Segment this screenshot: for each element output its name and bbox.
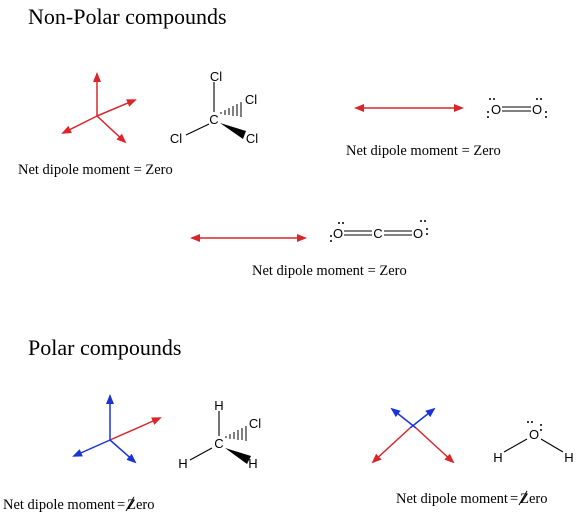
h2o-structure: O H H <box>493 421 574 465</box>
atom-cl-top: Cl <box>210 69 222 84</box>
caption-ccl4: Net dipole moment = Zero <box>18 162 173 178</box>
dipole-arrow-lower-right <box>415 427 455 464</box>
atom-h-top: H <box>214 398 223 413</box>
not-equal-slash <box>125 496 135 512</box>
atom-cl-right: Cl <box>245 92 257 107</box>
atom-o-left: O <box>333 226 343 241</box>
dipole-arrow-upper-left <box>390 407 417 429</box>
atom-h-right: H <box>248 456 257 471</box>
chcl3-dipole-vectors <box>72 394 162 464</box>
dipole-arrow-lower-left <box>371 427 411 464</box>
atom-o: O <box>529 427 539 442</box>
chcl3-structure: C H Cl H H <box>178 398 261 471</box>
atom-cl-lower-right: Cl <box>246 131 258 146</box>
caption-h2o: Net dipole moment=Zero <box>396 491 548 507</box>
atom-c: C <box>209 112 218 127</box>
atom-h-left: H <box>178 456 187 471</box>
atom-c: C <box>373 226 382 241</box>
atom-o-right: O <box>413 226 423 241</box>
dipole-arrow-down-right <box>109 439 137 464</box>
caption-o2: Net dipole moment = Zero <box>346 143 501 159</box>
atom-cl: Cl <box>249 416 261 431</box>
caption-co2: Net dipole moment = Zero <box>252 263 407 279</box>
dipole-arrow-upper-right <box>409 407 436 429</box>
caption-chcl3: Net dipole moment=Zero <box>3 497 155 513</box>
atom-c: C <box>214 436 223 451</box>
ccl4-dipole-vectors <box>61 72 137 144</box>
not-equal-slash <box>518 490 528 506</box>
o2-structure: O O <box>487 98 547 118</box>
nonpolar-heading: Non-Polar compounds <box>28 4 227 29</box>
polar-heading: Polar compounds <box>28 335 181 360</box>
atom-cl-left: Cl <box>170 131 182 146</box>
dipole-arrow-right <box>96 99 137 117</box>
atom-o-right: O <box>532 102 542 117</box>
h2o-dipole-vectors <box>371 407 455 464</box>
atom-h-right: H <box>564 450 573 465</box>
dipole-arrow-left <box>61 115 98 134</box>
dipole-arrow-down-right <box>96 115 127 144</box>
co2-structure: O C O <box>330 220 428 242</box>
atom-h-left: H <box>493 450 502 465</box>
atom-o-left: O <box>491 102 501 117</box>
dipole-arrow-left <box>72 439 111 457</box>
ccl4-structure: C Cl Cl Cl Cl <box>170 69 258 146</box>
dipole-arrow-right <box>109 417 162 441</box>
